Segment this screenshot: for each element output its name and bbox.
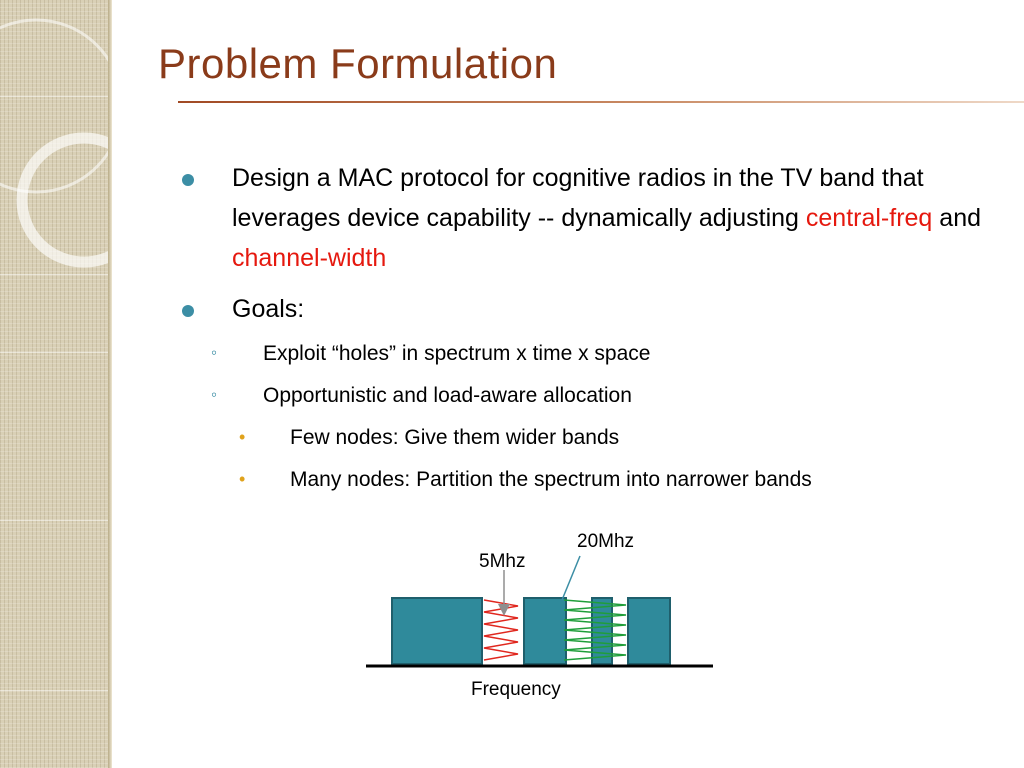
design-text: Design a MAC protocol for cognitive radi… [232, 164, 924, 232]
sub-bullet-marker: ◦ [211, 343, 218, 362]
narrow-band-signal [483, 599, 519, 661]
title-underline [178, 101, 1024, 103]
bullet-goals: Goals: [232, 295, 305, 323]
spectrum-diagram [366, 555, 713, 668]
decorative-circles [0, 18, 112, 268]
wide-band-signal [563, 599, 627, 661]
sub-sub-bullet-marker: • [239, 427, 246, 447]
occupied-block [627, 597, 671, 665]
bullet-design: Design a MAC protocol for cognitive radi… [232, 158, 992, 278]
goal-many-nodes: Many nodes: Partition the spectrum into … [290, 468, 812, 491]
sidebar-seam [0, 96, 112, 97]
sidebar-texture [0, 0, 112, 768]
occupied-block [391, 597, 483, 665]
highlight-central-freq: central-freq [805, 204, 933, 232]
sub-sub-bullet-marker: • [239, 469, 246, 489]
slide-title: Problem Formulation [158, 40, 558, 87]
goal-few-nodes: Few nodes: Give them wider bands [290, 426, 620, 449]
sidebar-seam [0, 690, 112, 691]
axis-label-frequency: Frequency [471, 679, 561, 700]
sidebar-seam [0, 274, 112, 275]
pointer-20mhz [561, 555, 581, 601]
bullet-marker [182, 305, 194, 317]
bullet-marker [182, 174, 194, 186]
sub-bullet-marker: ◦ [211, 385, 218, 404]
highlight-channel-width: channel-width [232, 244, 387, 272]
sidebar-seam [0, 352, 112, 353]
goal-exploit-holes: Exploit “holes” in spectrum x time x spa… [263, 342, 651, 365]
sidebar-edge [108, 0, 112, 768]
design-text-and: and [932, 204, 982, 232]
goal-opportunistic: Opportunistic and load-aware allocation [263, 384, 632, 407]
sidebar-seam [0, 520, 112, 521]
label-5mhz: 5Mhz [479, 551, 526, 572]
label-20mhz: 20Mhz [577, 531, 635, 552]
occupied-block [523, 597, 567, 665]
